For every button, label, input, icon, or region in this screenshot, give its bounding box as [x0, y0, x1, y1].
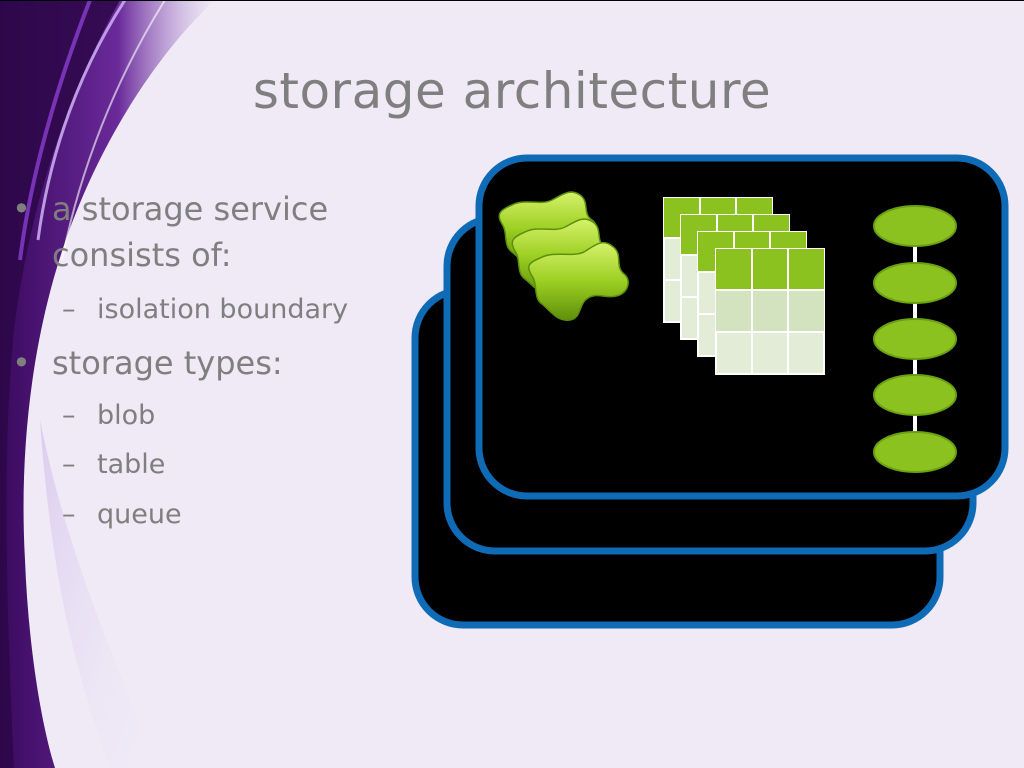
slide-title: storage architecture [252, 62, 772, 120]
sub-bullet-marker: – [62, 400, 76, 431]
sub-bullet-text: queue [97, 499, 182, 530]
table-sheet-4 [715, 248, 825, 375]
bullet-text: storage types: [52, 344, 283, 382]
blob-icon [498, 191, 629, 321]
bullet-text-line2: consists of: [52, 236, 232, 274]
sub-bullet-text: table [97, 449, 166, 480]
sub-bullet-text: blob [97, 400, 156, 431]
sub-bullet-marker: – [62, 449, 76, 480]
bullet-storage-types: • storage types: [12, 340, 283, 386]
bullet-marker: • [12, 190, 31, 228]
table-icon [663, 197, 825, 375]
sub-bullet-marker: – [62, 294, 76, 325]
sub-bullet-marker: – [62, 499, 76, 530]
bullet-marker: • [12, 344, 31, 382]
bullet-text-line1: a storage service [52, 190, 329, 228]
queue-icon [873, 205, 957, 473]
sub-bullet-text: isolation boundary [97, 294, 349, 325]
bullet-storage-service: • a storage service consists of: [12, 186, 329, 278]
